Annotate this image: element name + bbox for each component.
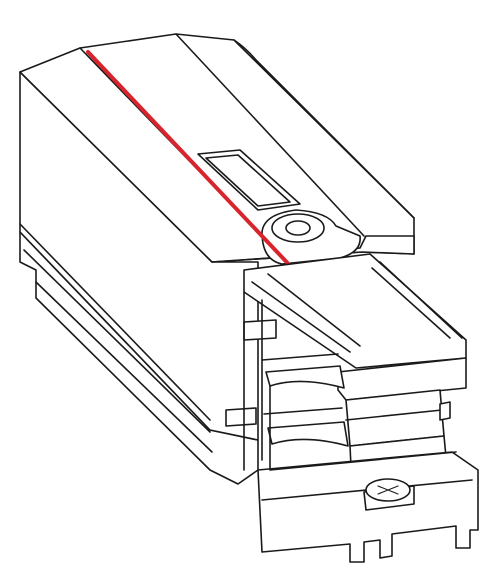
label-window-outer <box>197 149 301 211</box>
rail-slot-left <box>251 281 351 353</box>
contact-ridge-upper <box>261 353 339 361</box>
contact-clip-lower <box>267 421 349 447</box>
housing-top-ridge-right <box>175 33 365 237</box>
contact-ridge-lower <box>263 407 343 415</box>
housing-body <box>19 33 415 485</box>
rail-slot-left-2 <box>267 273 361 347</box>
rail-foot-channel <box>269 451 457 471</box>
rail-mid-divider <box>345 409 443 421</box>
housing-left-step <box>19 223 211 421</box>
label-window <box>197 149 301 211</box>
label-window-inner <box>205 154 291 207</box>
contact-clip-upper <box>265 365 345 389</box>
side-tab-lower <box>225 407 257 427</box>
housing-base-groove-2 <box>23 249 211 433</box>
side-tab-upper <box>243 319 277 341</box>
terminal-screw <box>363 478 415 511</box>
side-knob <box>439 401 451 421</box>
screw-hole-inner <box>285 220 311 236</box>
housing-base-groove <box>35 281 213 453</box>
housing-right-edge <box>233 39 415 219</box>
cross-slot-icon <box>377 485 399 495</box>
screw-boss <box>261 209 361 265</box>
rail-slot-right-2 <box>371 267 451 339</box>
rail-slot-right <box>379 261 463 339</box>
